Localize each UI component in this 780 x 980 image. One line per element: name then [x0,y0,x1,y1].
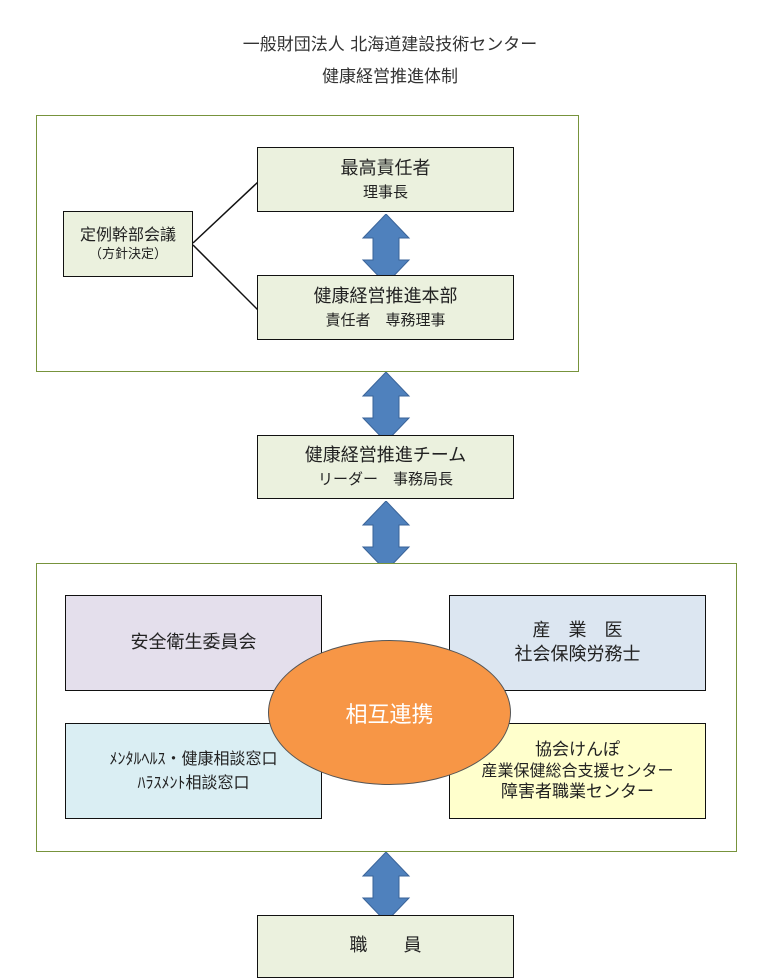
staff-label: 職 員 [349,935,422,957]
connector-lines [192,181,259,311]
connector-to-headquarters [192,244,259,311]
double-arrow-icon [361,501,411,571]
industrial-doctor-label: 産 業 医 [532,619,623,641]
team-title: 健康経営推進チーム [304,445,467,467]
diagram-title: 健康経営推進体制 [322,67,458,87]
harassment-desk-label: ﾊﾗｽﾒﾝﾄ相談窓口 [137,773,250,792]
vocational-center-label: 障害者職業センター [501,782,654,803]
doctor-box: 産 業 医 社会保険労務士 [449,595,706,691]
double-arrow-icon [361,852,411,922]
chief-title: 最高責任者 [340,157,431,179]
headquarters-title: 健康経営推進本部 [313,285,458,307]
team-box: 健康経営推進チーム リーダー 事務局長 [257,435,514,499]
connector-to-chief [192,181,259,244]
labor-consultant-label: 社会保険労務士 [514,644,641,665]
chief-person: 理事長 [362,182,408,201]
kyokai-kenpo-label: 協会けんぽ [535,739,620,760]
staff-box: 職 員 [257,915,514,978]
consultation-box: ﾒﾝﾀﾙﾍﾙｽ・健康相談窓口 ﾊﾗｽﾒﾝﾄ相談窓口 [65,723,322,819]
mutual-cooperation-label: 相互連携 [345,702,434,728]
safety-committee-box: 安全衛生委員会 [65,595,322,691]
double-arrow-icon [361,214,411,284]
double-arrow-icon [361,372,411,442]
organization-name: 一般財団法人 北海道建設技術センター [242,35,538,55]
mutual-cooperation-ellipse: 相互連携 [268,640,511,785]
headquarters-head: 責任者 専務理事 [325,310,446,329]
meeting-purpose: （方針決定） [88,247,167,263]
occupational-health-center-label: 産業保健総合支援センター [481,760,674,780]
headquarters-box: 健康経営推進本部 責任者 専務理事 [257,275,514,340]
safety-committee-label: 安全衛生委員会 [130,631,257,653]
mental-health-desk-label: ﾒﾝﾀﾙﾍﾙｽ・健康相談窓口 [109,749,278,768]
chief-box: 最高責任者 理事長 [257,147,514,212]
team-leader: リーダー 事務局長 [317,470,453,489]
meeting-box: 定例幹部会議 （方針決定） [63,211,193,277]
meeting-label: 定例幹部会議 [79,224,176,244]
